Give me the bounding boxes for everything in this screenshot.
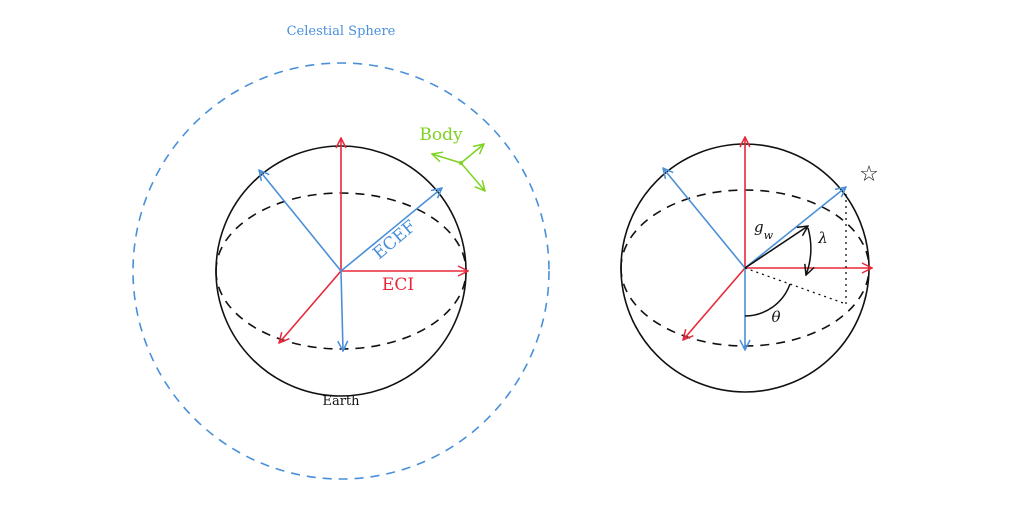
body-axis-2 (460, 144, 484, 164)
star-icon: ☆ (859, 162, 879, 187)
gravity-vector (744, 226, 808, 269)
lambda-angle-arc (806, 227, 811, 275)
right-figure: gw λ θ ☆ (620, 137, 879, 393)
body-origin-dot (459, 161, 463, 165)
body-axis-3 (460, 162, 485, 191)
body-axis-1 (432, 154, 462, 164)
celestial-sphere-label: Celestial Sphere (287, 24, 396, 39)
ecef-axis-2-right (744, 187, 846, 269)
lambda-label: λ (817, 229, 828, 247)
celestial-sphere-circle (132, 62, 550, 480)
eci-axis-y (279, 270, 342, 343)
ecef-axis-1-right (663, 168, 746, 269)
body-label: Body (419, 125, 463, 145)
ecef-label: ECEF (369, 216, 420, 263)
projection-line-radial (744, 267, 847, 305)
eci-label: ECI (382, 275, 414, 295)
earth-label: Earth (322, 394, 360, 409)
theta-label: θ (771, 308, 780, 326)
theta-angle-arc (744, 283, 791, 317)
gravity-vector-label: gw (754, 218, 774, 242)
eci-axis-y-right (683, 267, 746, 340)
ecef-axis-1 (259, 170, 342, 272)
ecef-axis-3 (341, 270, 343, 351)
left-figure: Celestial Sphere Earth ECI ECEF Body (132, 24, 550, 480)
ecef-axis-2 (340, 188, 442, 272)
